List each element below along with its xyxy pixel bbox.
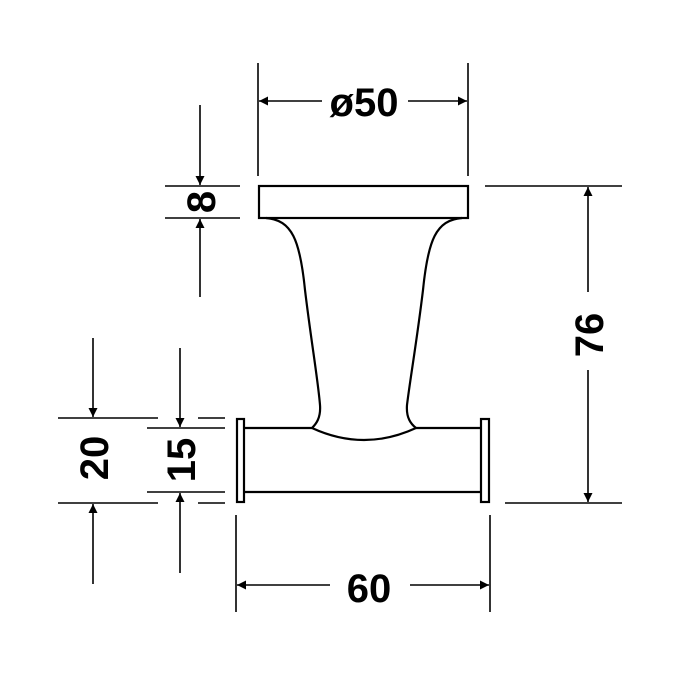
- total-height-label: 76: [568, 313, 612, 358]
- stem: [265, 216, 463, 429]
- dimension-bar-width: 60: [235, 515, 491, 612]
- dimension-bar-height: 15: [147, 348, 225, 573]
- bar-left-cap: [235, 417, 246, 504]
- dimension-cap-height: 20: [58, 338, 225, 584]
- dimension-plate-thickness: 8: [165, 105, 240, 297]
- bar-width-label: 60: [347, 567, 392, 611]
- bar-right-cap: [479, 417, 491, 504]
- dimension-total-height: 76: [485, 185, 622, 504]
- wall-plate: [257, 184, 470, 220]
- cap-height-label: 20: [73, 436, 117, 481]
- dimension-diameter: ø50: [257, 63, 469, 176]
- diameter-label: ø50: [330, 81, 399, 125]
- plate-thickness-label: 8: [180, 191, 224, 213]
- bar-height-label: 15: [160, 438, 204, 483]
- stem-base-curve: [311, 427, 417, 442]
- towel-hook-outline: [235, 184, 491, 504]
